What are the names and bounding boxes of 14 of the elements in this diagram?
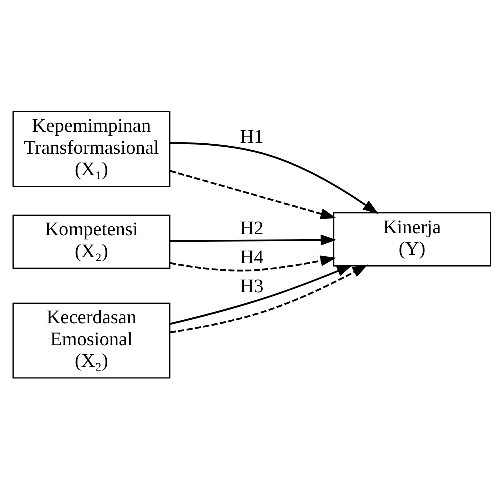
node-box: Kecerdasan Emosional (X₂): [12, 302, 171, 379]
arrow: [170, 234, 337, 246]
node-box: Kompetensi (X₂): [12, 214, 171, 270]
edge-label: H4: [240, 247, 264, 268]
edge-label: H3: [240, 276, 264, 298]
edge-label: H1: [240, 126, 264, 148]
arrow: [170, 256, 336, 272]
edge-label: H2: [240, 218, 264, 240]
node-box: Kepemimpinan Transformasional (X₁): [12, 111, 171, 188]
arrow: [170, 265, 353, 326]
arrow: [170, 142, 379, 214]
arrow: [170, 170, 336, 220]
arrow: [170, 264, 368, 334]
node-box: Kinerja (Y): [333, 212, 492, 267]
